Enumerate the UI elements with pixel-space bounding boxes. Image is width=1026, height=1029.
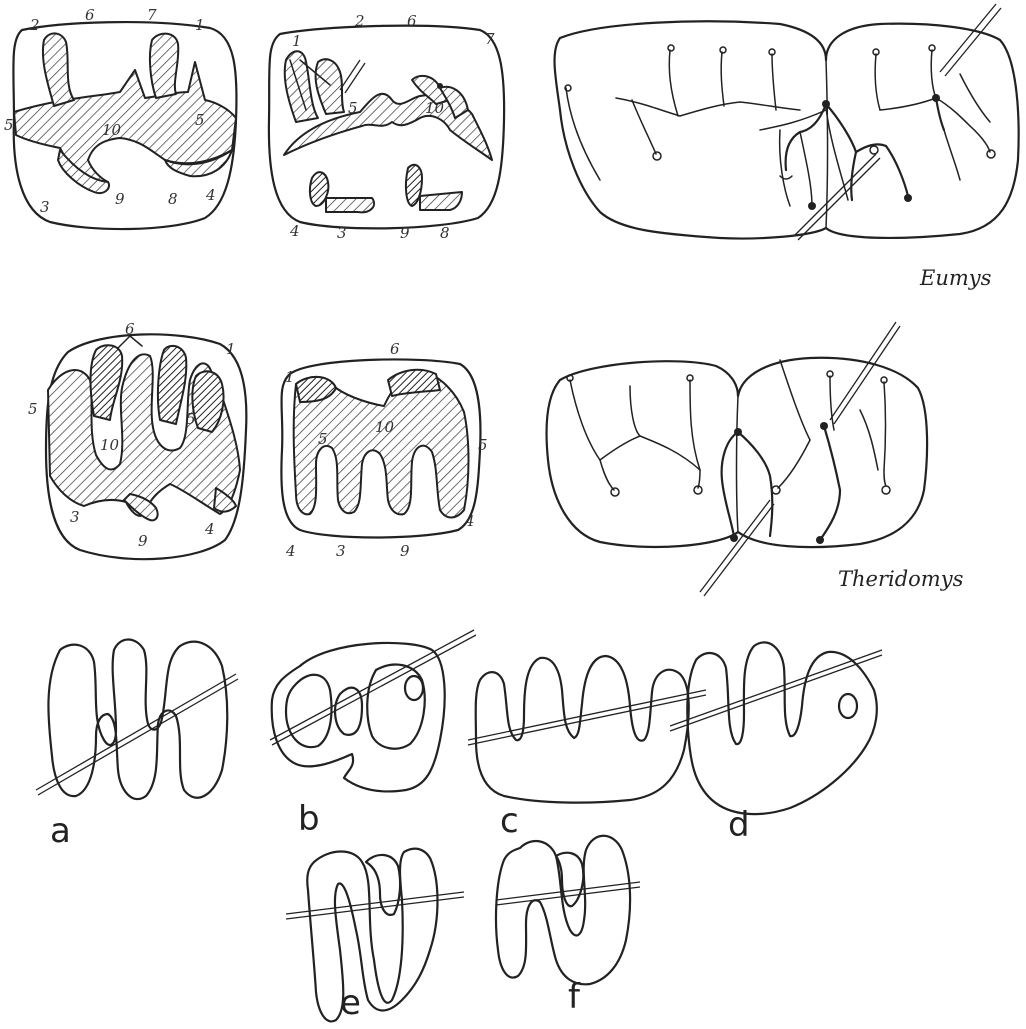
cusp-label: 5 [348,99,358,117]
cusp-label: 5 [186,410,196,428]
cusp-label: 4 [289,222,300,240]
cusp-label: 5 [28,400,38,418]
cusp-label: 7 [147,6,157,24]
cusp-label: 6 [390,340,400,358]
pattern-label-f: f [568,977,581,1017]
cusp-label: 9 [400,542,410,560]
genus-label-eumys: Eumys [919,266,992,290]
cusp-label: 4 [464,512,475,530]
cusp-label: 3 [336,542,346,560]
eumys-lower-molar [269,26,504,229]
pattern-e [286,849,464,1022]
pattern-f [496,836,640,985]
cusp-label: 6 [85,6,95,24]
pattern-a [36,640,238,800]
cusp-label: 4 [205,186,216,204]
cusp-label: 1 [285,368,295,386]
theridomys-crown-diagram [547,322,928,596]
pattern-label-a: a [50,811,71,851]
cusp-label: 2 [354,12,365,30]
cusp-label: 2 [29,16,40,34]
cusp-label: 5 [318,430,328,448]
cusp-label: 9 [400,224,410,242]
cusp-label: 10 [100,436,120,454]
cusp-label: 3 [337,224,347,242]
cusp-label: 1 [292,32,302,50]
pattern-b [270,630,476,792]
cusp-label: 5 [478,436,488,454]
theridomys-lower-molar [281,359,480,537]
eumys-crown-diagram [555,4,1019,240]
cusp-label: 1 [195,16,205,34]
cusp-label: 5 [4,116,14,134]
pattern-label-e: e [340,983,361,1023]
cusp-label: 3 [70,508,80,526]
cusp-label: 9 [115,190,125,208]
cusp-label: 4 [204,520,215,538]
cusp-label: 5 [195,111,205,129]
cusp-label: 8 [440,224,450,242]
pattern-label-c: c [500,801,519,841]
pattern-d [670,642,882,814]
cusp-label: 8 [168,190,178,208]
cusp-label: 9 [138,532,148,550]
cusp-label: 10 [102,121,122,139]
cusp-label: 7 [485,30,495,48]
genus-label-theridomys: Theridomys [838,567,964,591]
pattern-c [468,656,706,803]
pattern-label-b: b [298,799,320,839]
cusp-label: 4 [285,542,296,560]
cusp-label: 6 [407,12,417,30]
cusp-label: 3 [40,198,50,216]
cusp-label: 10 [425,99,445,117]
cusp-label: 10 [375,418,395,436]
pattern-label-d: d [728,805,750,845]
cusp-label: 1 [226,340,236,358]
cusp-label: 6 [125,320,135,338]
